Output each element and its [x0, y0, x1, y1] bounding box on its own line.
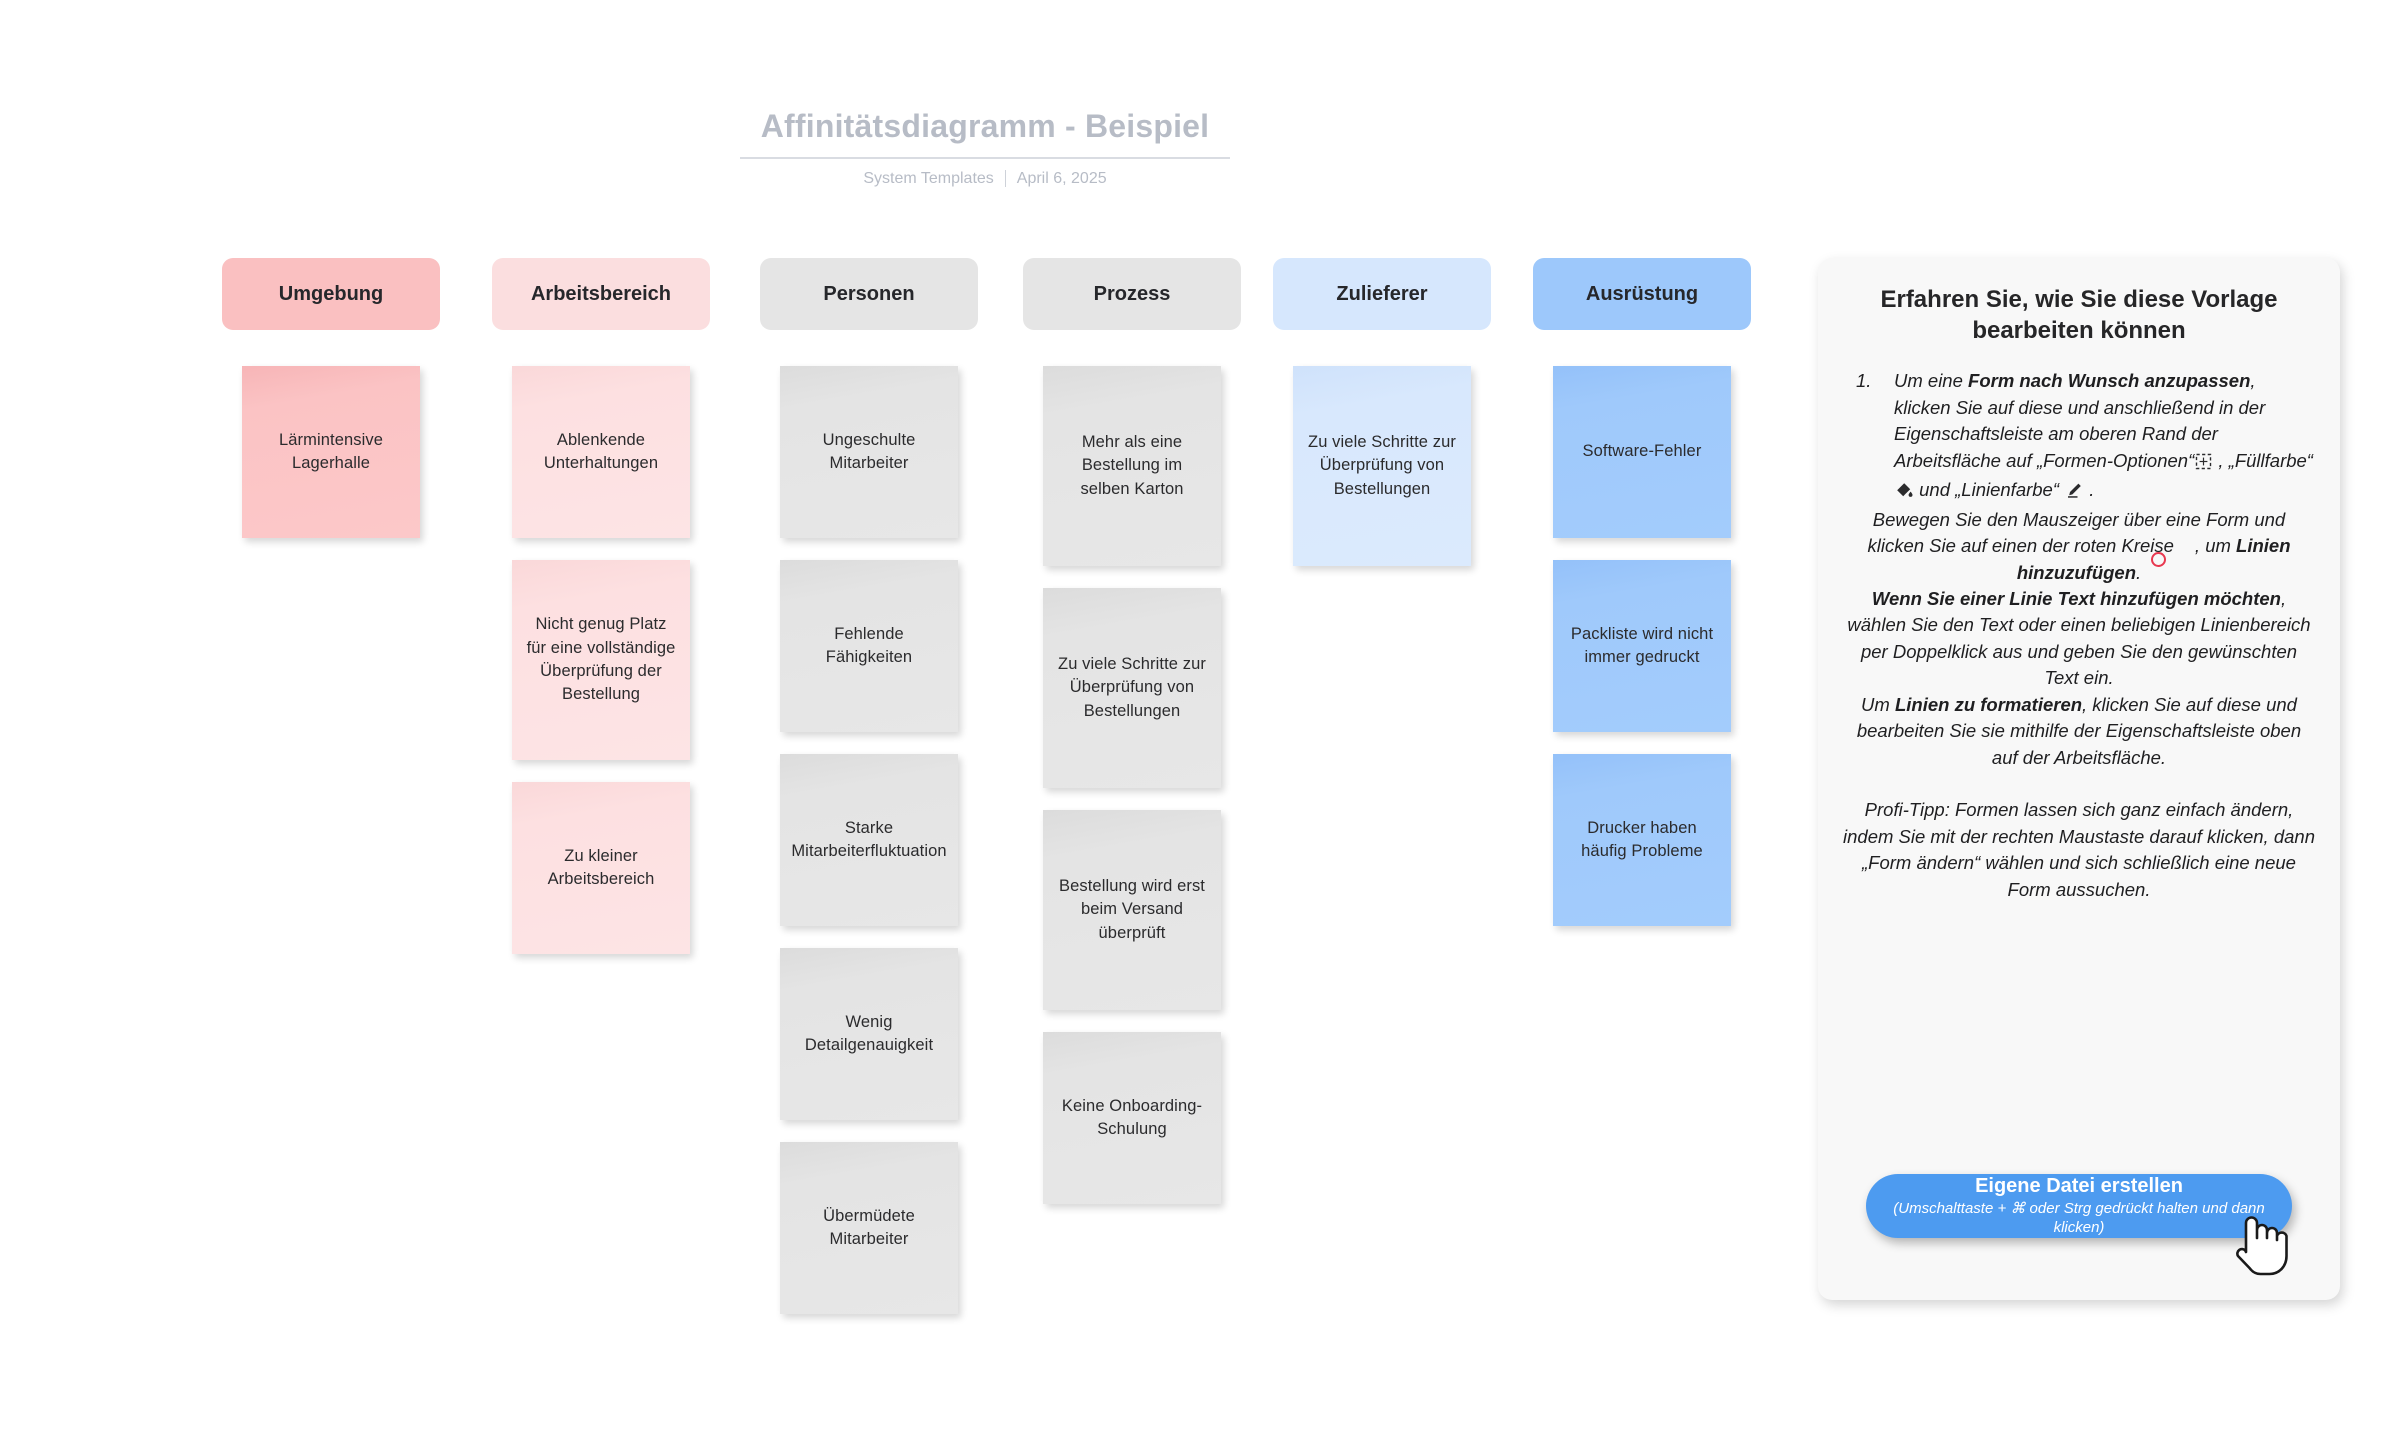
step1-text-b: , klicken Sie auf diese und anschließend…: [1894, 370, 2266, 471]
meta-divider: [1004, 170, 1006, 188]
step-number: 1.: [1856, 370, 1872, 392]
p2-bold-add-lines: Linien hinzuzufügen: [2016, 535, 2291, 583]
p2-text-c: .: [2136, 561, 2142, 583]
shape-options-icon: [2195, 451, 2212, 477]
line-color-icon: [2065, 480, 2083, 506]
step1-text-a: Um eine: [1894, 370, 1969, 392]
sticky-note[interactable]: Mehr als eine Bestellung im selben Karto…: [1043, 366, 1221, 566]
instructions-panel: Erfahren Sie, wie Sie diese Vorlage bear…: [1818, 258, 2340, 1300]
p4-text-b: , klicken Sie auf diese und bearbeiten S…: [1856, 693, 2302, 768]
sticky-note[interactable]: Lärmintensive Lagerhalle: [242, 366, 420, 538]
sticky-note[interactable]: Ablenkende Unterhaltungen: [512, 366, 690, 538]
p3-bold-add-text: Wenn Sie einer Linie Text hinzufügen möc…: [1871, 588, 2281, 609]
board-column: Zulieferer Zu viele Schritte zur Überprüf…: [1273, 258, 1491, 566]
red-connection-circle-icon: [2150, 552, 2166, 568]
column-header[interactable]: Zulieferer: [1273, 258, 1491, 330]
sticky-note[interactable]: Starke Mitarbeiterfluktuation: [780, 754, 958, 926]
instruction-paragraph-2: Bewegen Sie den Mauszeiger über eine For…: [1842, 507, 2316, 586]
fill-color-icon: [1895, 480, 1913, 506]
sticky-note[interactable]: Zu viele Schritte zur Überprüfung von Be…: [1293, 366, 1471, 566]
p2-text-a: Bewegen Sie den Mauszeiger über eine For…: [1867, 508, 2286, 557]
column-cards: Zu viele Schritte zur Überprüfung von Be…: [1273, 366, 1491, 566]
column-header[interactable]: Ausrüstung: [1533, 258, 1751, 330]
instruction-step-1: 1. Um eine Form nach Wunsch anzupassen, …: [1842, 368, 2316, 506]
instruction-pro-tip: Profi-Tipp: Formen lassen sich ganz einf…: [1843, 799, 2315, 900]
sticky-note[interactable]: Software-Fehler: [1553, 366, 1731, 538]
column-cards: Lärmintensive Lagerhalle: [222, 366, 440, 538]
instruction-paragraph-4: Um Linien zu formatieren, klicken Sie au…: [1842, 692, 2316, 771]
cta-main-label: Eigene Datei erstellen: [1975, 1175, 2183, 1198]
step-text: Um eine Form nach Wunsch anzupassen, kli…: [1894, 368, 2316, 506]
document-header: Affinitätsdiagramm - Beispiel System Tem…: [740, 108, 1230, 188]
instruction-paragraph-3: Wenn Sie einer Linie Text hinzufügen möc…: [1842, 586, 2316, 692]
instructions-body: 1. Um eine Form nach Wunsch anzupassen, …: [1842, 368, 2316, 903]
p2-text-b: , um: [2194, 535, 2237, 557]
create-own-file-button[interactable]: Eigene Datei erstellen (Umschalttaste + …: [1866, 1174, 2292, 1238]
sticky-note[interactable]: Bestellung wird erst beim Versand überpr…: [1043, 810, 1221, 1010]
document-meta: System Templates April 6, 2025: [740, 170, 1230, 188]
page-title: Affinitätsdiagramm - Beispiel: [740, 108, 1230, 159]
sticky-note[interactable]: Drucker haben häufig Probleme: [1553, 754, 1731, 926]
sticky-note[interactable]: Ungeschulte Mitarbeiter: [780, 366, 958, 538]
sticky-note[interactable]: Nicht genug Platz für eine vollständige …: [512, 560, 690, 760]
sticky-note[interactable]: Keine Onboarding-Schulung: [1043, 1032, 1221, 1204]
sticky-note[interactable]: Wenig Detailgenauigkeit: [780, 948, 958, 1120]
p3-text-rest: , wählen Sie den Text oder einen beliebi…: [1847, 588, 2311, 689]
instructions-title: Erfahren Sie, wie Sie diese Vorlage bear…: [1880, 286, 2278, 345]
sticky-note[interactable]: Packliste wird nicht immer gedruckt: [1553, 560, 1731, 732]
step1-bold-shape: Form nach Wunsch anzupassen: [1968, 370, 2251, 392]
column-header[interactable]: Arbeitsbereich: [492, 258, 710, 330]
cta-sub-label: (Umschalttaste + ⌘ oder Strg gedrückt ha…: [1893, 1200, 2265, 1236]
column-header[interactable]: Personen: [760, 258, 978, 330]
column-header[interactable]: Umgebung: [222, 258, 440, 330]
step1-text-e: .: [2084, 479, 2095, 501]
sticky-note[interactable]: Übermüdete Mitarbeiter: [780, 1142, 958, 1314]
step1-text-d: und „Linienfarbe“: [1914, 479, 2065, 501]
p4-text-a: Um: [1861, 693, 1895, 715]
sticky-note[interactable]: Zu viele Schritte zur Überprüfung von Be…: [1043, 588, 1221, 788]
column-cards: Mehr als eine Bestellung im selben Karto…: [1023, 366, 1241, 1204]
column-header[interactable]: Prozess: [1023, 258, 1241, 330]
sticky-note[interactable]: Zu kleiner Arbeitsbereich: [512, 782, 690, 954]
document-date: April 6, 2025: [1016, 169, 1107, 187]
p4-bold-format-lines: Linien zu formatieren: [1894, 693, 2083, 715]
step1-text-c: , „Füllfarbe“: [2213, 449, 2313, 471]
sticky-note[interactable]: Fehlende Fähigkeiten: [780, 560, 958, 732]
document-source: System Templates: [863, 169, 994, 187]
